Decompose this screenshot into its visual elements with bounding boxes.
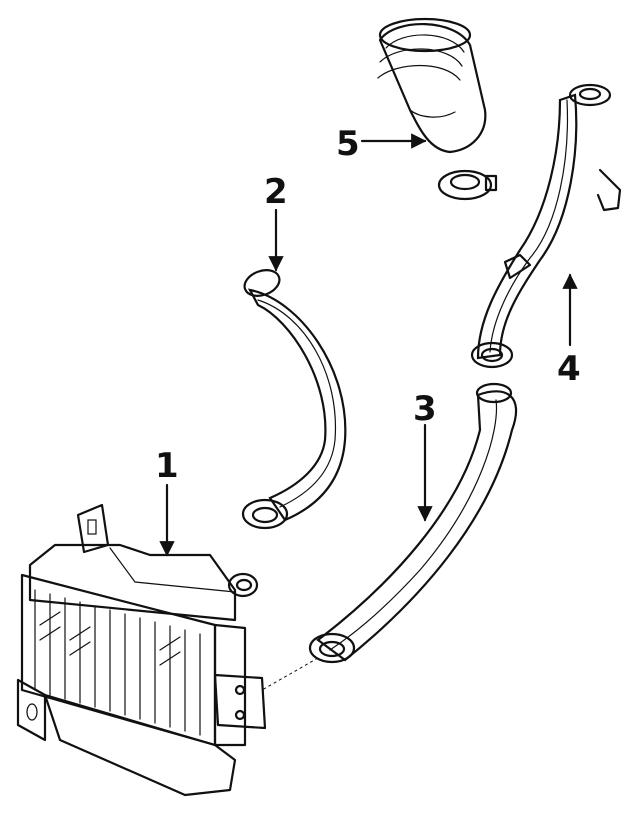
- part-1-intercooler: [16, 503, 267, 797]
- connection-leader: [261, 657, 319, 691]
- part-5-intake-boot: [377, 17, 498, 201]
- part-2-hose: [241, 269, 347, 530]
- part-4-intercooler-pipe: [470, 83, 622, 369]
- part-3-hose: [308, 382, 518, 664]
- callout-2-label: 2: [264, 172, 288, 212]
- callout-3-label: 3: [413, 389, 437, 429]
- callout-1-label: 1: [155, 446, 179, 486]
- callout-4-label: 4: [557, 349, 581, 389]
- callout-5-label: 5: [336, 124, 360, 164]
